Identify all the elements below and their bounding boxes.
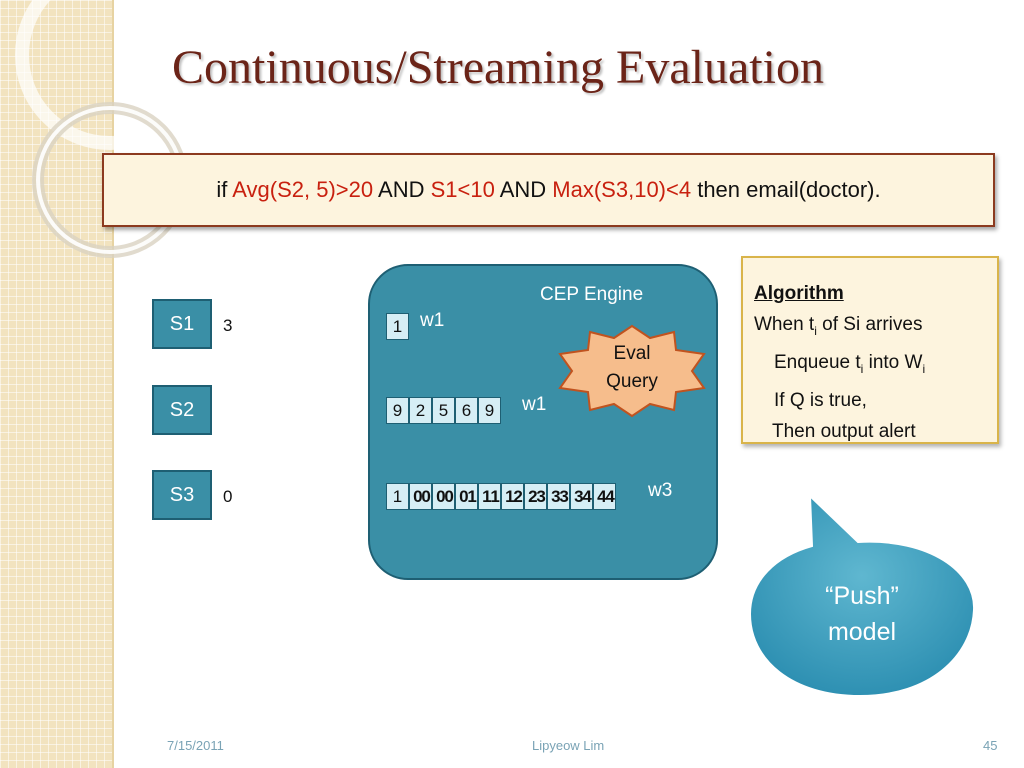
stream-s1-box: S1 — [152, 299, 212, 349]
query-condition-s1: S1<10 — [430, 177, 495, 202]
cep-engine-label: CEP Engine — [540, 284, 644, 305]
window-s1-cells: 1 — [386, 313, 409, 340]
window-cell: 6 — [455, 397, 478, 424]
cep-engine-panel — [368, 264, 718, 580]
push-model-callout-shape — [748, 493, 976, 698]
window-cell: 2 — [409, 397, 432, 424]
window-cell: 0 0 — [409, 483, 432, 510]
algorithm-line-1: When ti of Si arrives — [754, 314, 923, 338]
query-box: if Avg(S2, 5)>20 AND S1<10 AND Max(S3,10… — [102, 153, 995, 227]
eval-query-label: Eval Query — [606, 343, 658, 392]
footer-date: 7/15/2011 — [167, 738, 224, 753]
eval-query-star-shape — [558, 324, 706, 418]
window-s2-cells: 9 2 5 6 9 — [386, 397, 501, 424]
window-cell: 1 — [386, 313, 409, 340]
window-cell: 3 3 — [547, 483, 570, 510]
query-condition-avg: Avg(S2, 5)>20 — [232, 177, 374, 202]
window-cell: 3 4 — [570, 483, 593, 510]
window-cell: 1 2 — [501, 483, 524, 510]
window-cell: 9 — [478, 397, 501, 424]
algorithm-line-2: Enqueue ti into Wi — [774, 351, 926, 376]
algorithm-heading: Algorithm — [754, 283, 844, 304]
window-s1-label: w1 — [420, 310, 445, 331]
window-s3-cells: 1 0 0 0 0 0 1 1 1 1 2 2 3 3 3 3 4 4 4 — [386, 483, 616, 510]
stream-s3-value: 0 — [223, 487, 233, 506]
footer-page-number: 45 — [983, 738, 998, 753]
algorithm-box: Algorithm When ti of Si arrives Enqueue … — [741, 256, 999, 444]
query-text: if Avg(S2, 5)>20 AND S1<10 AND Max(S3,10… — [216, 177, 881, 202]
algorithm-line-3: If Q is true, — [774, 389, 867, 411]
window-s3-label: w3 — [648, 480, 673, 501]
window-cell: 4 4 — [593, 483, 616, 510]
window-cell: 1 — [386, 483, 409, 510]
window-cell: 5 — [432, 397, 455, 424]
push-model-label: “Push” model — [825, 582, 899, 646]
stream-s2-box: S2 — [152, 385, 212, 435]
decorative-circles — [15, 0, 200, 258]
footer-author: Lipyeow Lim — [532, 738, 605, 753]
query-condition-max: Max(S3,10)<4 — [552, 177, 692, 202]
window-cell: 0 0 — [432, 483, 455, 510]
window-cell: 0 1 — [455, 483, 478, 510]
slide-title: Continuous/Streaming Evaluation — [172, 41, 824, 94]
stream-s3-box: S3 — [152, 470, 212, 520]
window-cell: 9 — [386, 397, 409, 424]
window-cell: 2 3 — [524, 483, 547, 510]
stream-s1-value: 3 — [223, 316, 233, 335]
window-cell: 1 1 — [478, 483, 501, 510]
window-s2-label: w1 — [522, 394, 547, 415]
algorithm-line-4: Then output alert — [772, 420, 916, 442]
